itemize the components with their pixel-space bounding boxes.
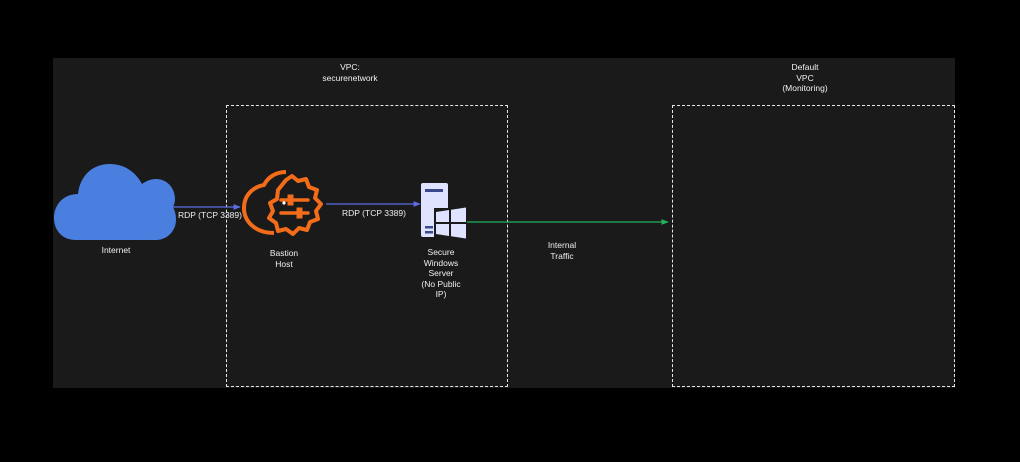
vpc-securenetwork-title: VPC: securenetwork <box>322 62 378 83</box>
edge-bastion-to-server-label: RDP (TCP 3389) <box>342 208 406 218</box>
diagram-canvas <box>53 58 955 388</box>
internet-label: Internet <box>101 245 131 255</box>
secure-windows-server-label: Secure Windows Server (No Public IP) <box>421 247 461 299</box>
vpc-securenetwork-zone <box>226 105 508 387</box>
bastion-host-label: Bastion Host <box>269 248 299 269</box>
bastion-gear-cloud-icon <box>242 170 323 236</box>
default-vpc-zone <box>672 105 955 387</box>
edge-internet-to-bastion-label: RDP (TCP 3389) <box>178 210 242 220</box>
windows-server-icon <box>421 183 467 239</box>
cloud-icon <box>54 164 176 240</box>
edge-internal-traffic-label: Internal Traffic <box>547 240 577 261</box>
default-vpc-title: Default VPC (Monitoring) <box>782 62 828 93</box>
